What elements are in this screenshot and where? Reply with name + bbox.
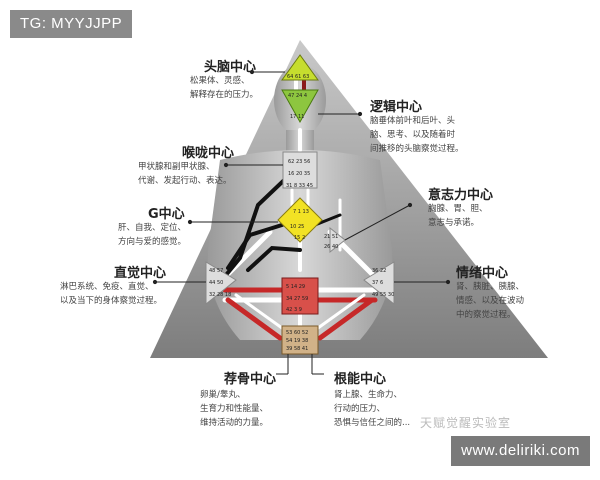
spleen-center-desc: 淋巴系统、免疫、直觉、 以及当下的身体察觉过程。 [60, 282, 163, 306]
svg-text:49 55 30: 49 55 30 [372, 292, 394, 298]
sacral-center-title: 荐骨中心 [224, 372, 277, 387]
gate-numbers: 64 61 63 47 24 4 17 11 62 23 56 16 20 35… [209, 74, 394, 352]
root-center-desc: 肾上腺、生命力、 行动的压力、 恐惧与信任之间的... [334, 390, 411, 428]
svg-text:7 1 13: 7 1 13 [293, 209, 309, 215]
will-center-title: 意志力中心 [428, 188, 494, 203]
spleen-center-title: 直觉中心 [114, 266, 167, 281]
svg-text:21 51: 21 51 [324, 234, 338, 240]
svg-text:26 40: 26 40 [324, 244, 338, 250]
svg-text:48 57: 48 57 [209, 268, 223, 274]
g-center-desc: 肝、自我、定位、 方向与爱的感觉。 [118, 223, 187, 247]
watermark-text: 天赋觉醒实验室 [420, 416, 512, 430]
leader-lines [152, 69, 451, 375]
g-center [277, 197, 323, 243]
svg-text:36 22: 36 22 [372, 268, 386, 274]
svg-text:5 14 29: 5 14 29 [286, 284, 305, 290]
emotion-center [363, 261, 395, 306]
sacral-center [281, 277, 319, 315]
telegram-tag: TG: MYYJJPP [10, 10, 133, 38]
logic-center [281, 89, 319, 124]
svg-text:54 19 38: 54 19 38 [286, 338, 308, 344]
root-center [281, 325, 319, 355]
svg-text:64 61 63: 64 61 63 [287, 74, 309, 80]
sacral-center-desc: 卵巢/睾丸、 生育力和性能量、 维持活动的力量。 [200, 390, 269, 428]
g-center-title: G中心 [148, 207, 185, 222]
svg-text:15 2: 15 2 [294, 235, 305, 241]
svg-text:53 60 52: 53 60 52 [286, 330, 308, 336]
head-center-title: 头脑中心 [204, 60, 257, 75]
svg-text:47 24 4: 47 24 4 [288, 93, 307, 99]
head-center-desc: 松果体、灵感、 解释存在的压力。 [190, 76, 259, 100]
logic-center-desc: 脑垂体前叶和后叶、头 脑、思考、以及随着时 间推移的头脑察觉过程。 [370, 116, 464, 154]
svg-text:34 27 59: 34 27 59 [286, 296, 308, 302]
svg-text:39 58 41: 39 58 41 [286, 346, 308, 352]
svg-text:10 25: 10 25 [290, 224, 304, 230]
root-center-title: 根能中心 [334, 372, 387, 387]
website-tag: www.deliriki.com [451, 436, 590, 466]
throat-center-desc: 甲状腺和副甲状腺、 代谢、发起行动、表达。 [138, 162, 232, 186]
svg-text:62 23 56: 62 23 56 [288, 159, 310, 165]
head-center [281, 54, 319, 81]
svg-text:31 8 33 45: 31 8 33 45 [286, 183, 313, 189]
svg-text:44 50: 44 50 [209, 280, 223, 286]
throat-center [282, 151, 318, 189]
emotion-center-desc: 肾、胰脏、胰腺、 情感、以及在波动 中的察觉过程。 [456, 282, 525, 320]
emotion-center-title: 情绪中心 [456, 266, 509, 281]
svg-text:42 3 9: 42 3 9 [286, 307, 302, 313]
throat-center-title: 喉咙中心 [182, 146, 235, 161]
svg-text:16 20 35: 16 20 35 [288, 171, 310, 177]
logic-center-title: 逻辑中心 [370, 100, 423, 115]
will-center-desc: 胸腺、胃、胆、 意志与承诺。 [428, 204, 488, 228]
spleen-center [205, 261, 237, 306]
svg-text:37 6: 37 6 [372, 280, 383, 286]
svg-text:17 11: 17 11 [290, 114, 304, 120]
svg-text:32 28 18: 32 28 18 [209, 292, 231, 298]
will-center [329, 226, 346, 254]
